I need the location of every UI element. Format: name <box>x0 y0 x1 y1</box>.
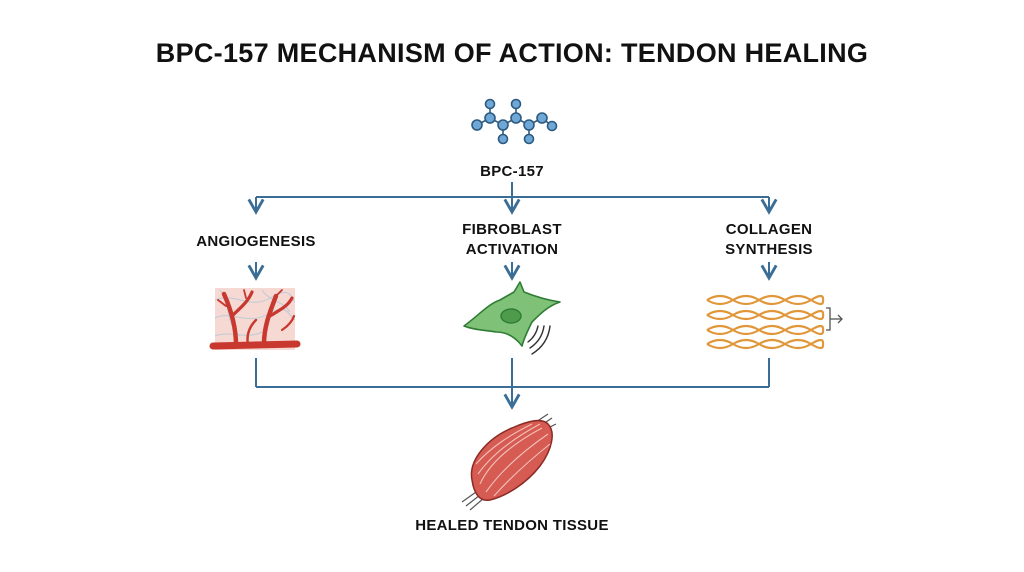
pathway-label-angiogenesis: ANGIOGENESIS <box>196 233 316 250</box>
diagram-title: BPC-157 MECHANISM OF ACTION: TENDON HEAL… <box>155 38 869 68</box>
peptide-molecule-icon <box>471 98 558 145</box>
source-label: BPC-157 <box>480 163 544 180</box>
fibroblast-cell-icon <box>463 281 561 355</box>
collagen-fibers-icon <box>706 294 843 350</box>
blood-vessel-icon <box>209 288 301 350</box>
tendon-tissue-icon <box>461 413 557 511</box>
connector-lines <box>247 182 778 410</box>
outcome-label: HEALED TENDON TISSUE <box>415 517 609 534</box>
